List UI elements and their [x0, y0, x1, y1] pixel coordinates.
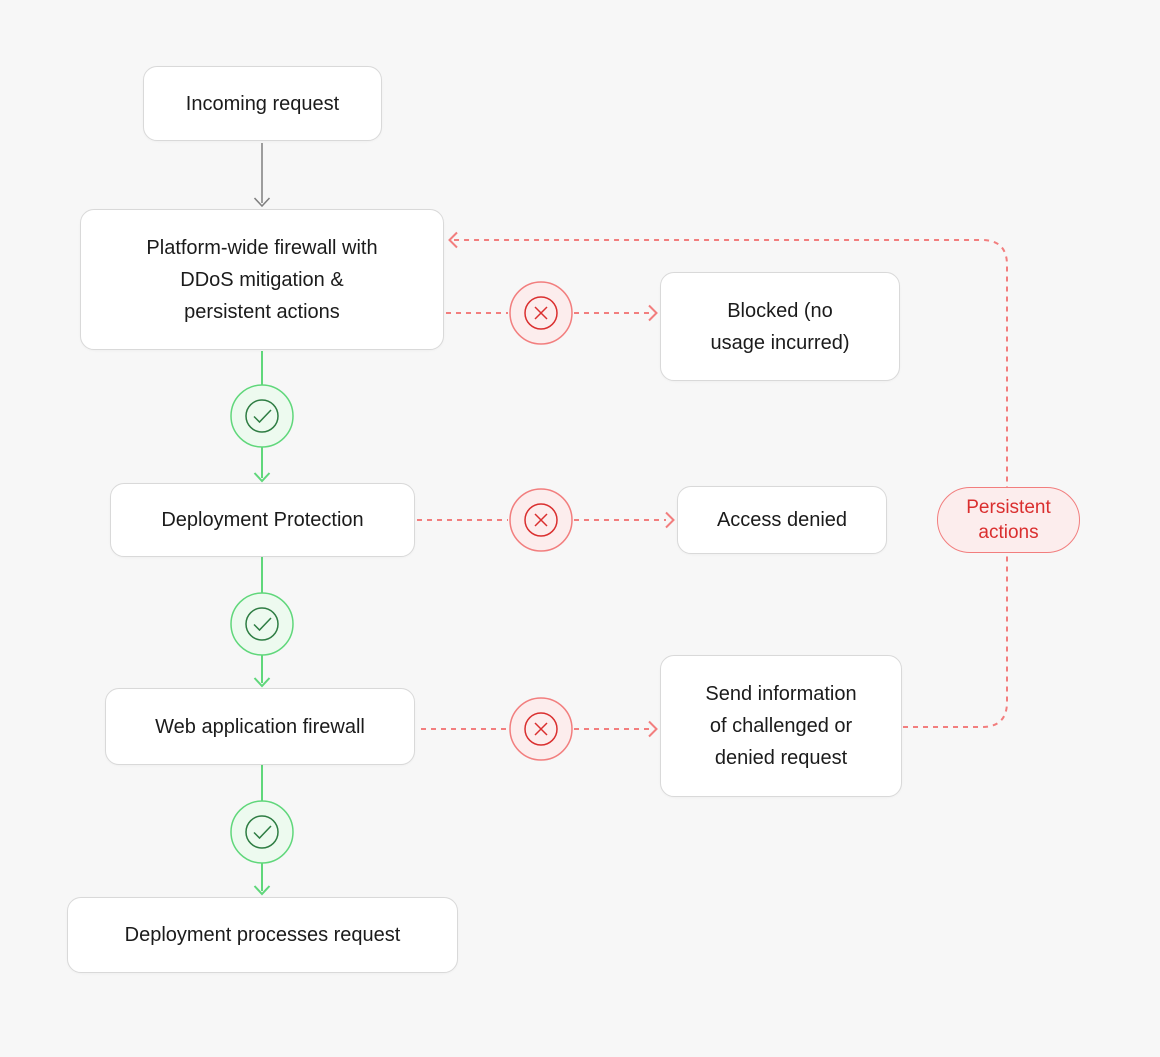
node-label: Incoming request — [185, 92, 340, 115]
arrow-firewall-to-blocked — [446, 304, 658, 322]
arrow-waf-to-send-info — [421, 720, 658, 738]
node-deployment-protection: Deployment Protection — [110, 483, 415, 557]
node-web-application-firewall: Web application firewall — [105, 688, 415, 765]
persistent-actions-badge: Persistent actions — [937, 487, 1080, 553]
arrow-persistent-actions-return — [448, 231, 1008, 728]
node-label: Web application firewall — [155, 715, 365, 738]
node-incoming-request: Incoming request — [143, 66, 382, 141]
x-circle-icon — [509, 697, 573, 761]
x-circle-icon — [509, 281, 573, 345]
node-deployment-processes-request: Deployment processes request — [67, 897, 458, 973]
arrow-deployment-protection-to-waf — [253, 557, 271, 688]
node-label: Access denied — [716, 509, 848, 531]
node-blocked: Blocked (no usage incurred) — [660, 272, 900, 381]
check-circle-icon — [230, 384, 294, 448]
node-label: Platform-wide firewall with DDoS mitigat… — [146, 236, 378, 323]
check-circle-icon — [230, 592, 294, 656]
check-circle-icon — [230, 800, 294, 864]
badge-label: Persistent actions — [966, 497, 1051, 543]
arrow-waf-to-processes — [253, 765, 271, 896]
node-label: Blocked (no usage incurred) — [710, 299, 850, 354]
node-platform-firewall: Platform-wide firewall with DDoS mitigat… — [80, 209, 444, 350]
arrow-firewall-to-deployment-protection — [253, 351, 271, 483]
node-label: Deployment processes request — [124, 924, 401, 946]
node-send-information: Send information of challenged or denied… — [660, 655, 902, 797]
arrow-deployment-protection-to-access-denied — [417, 511, 675, 529]
arrow-incoming-to-firewall — [253, 143, 271, 208]
node-label: Deployment Protection — [161, 509, 364, 531]
node-label: Send information of challenged or denied… — [705, 683, 857, 769]
node-access-denied: Access denied — [677, 486, 887, 554]
x-circle-icon — [509, 488, 573, 552]
